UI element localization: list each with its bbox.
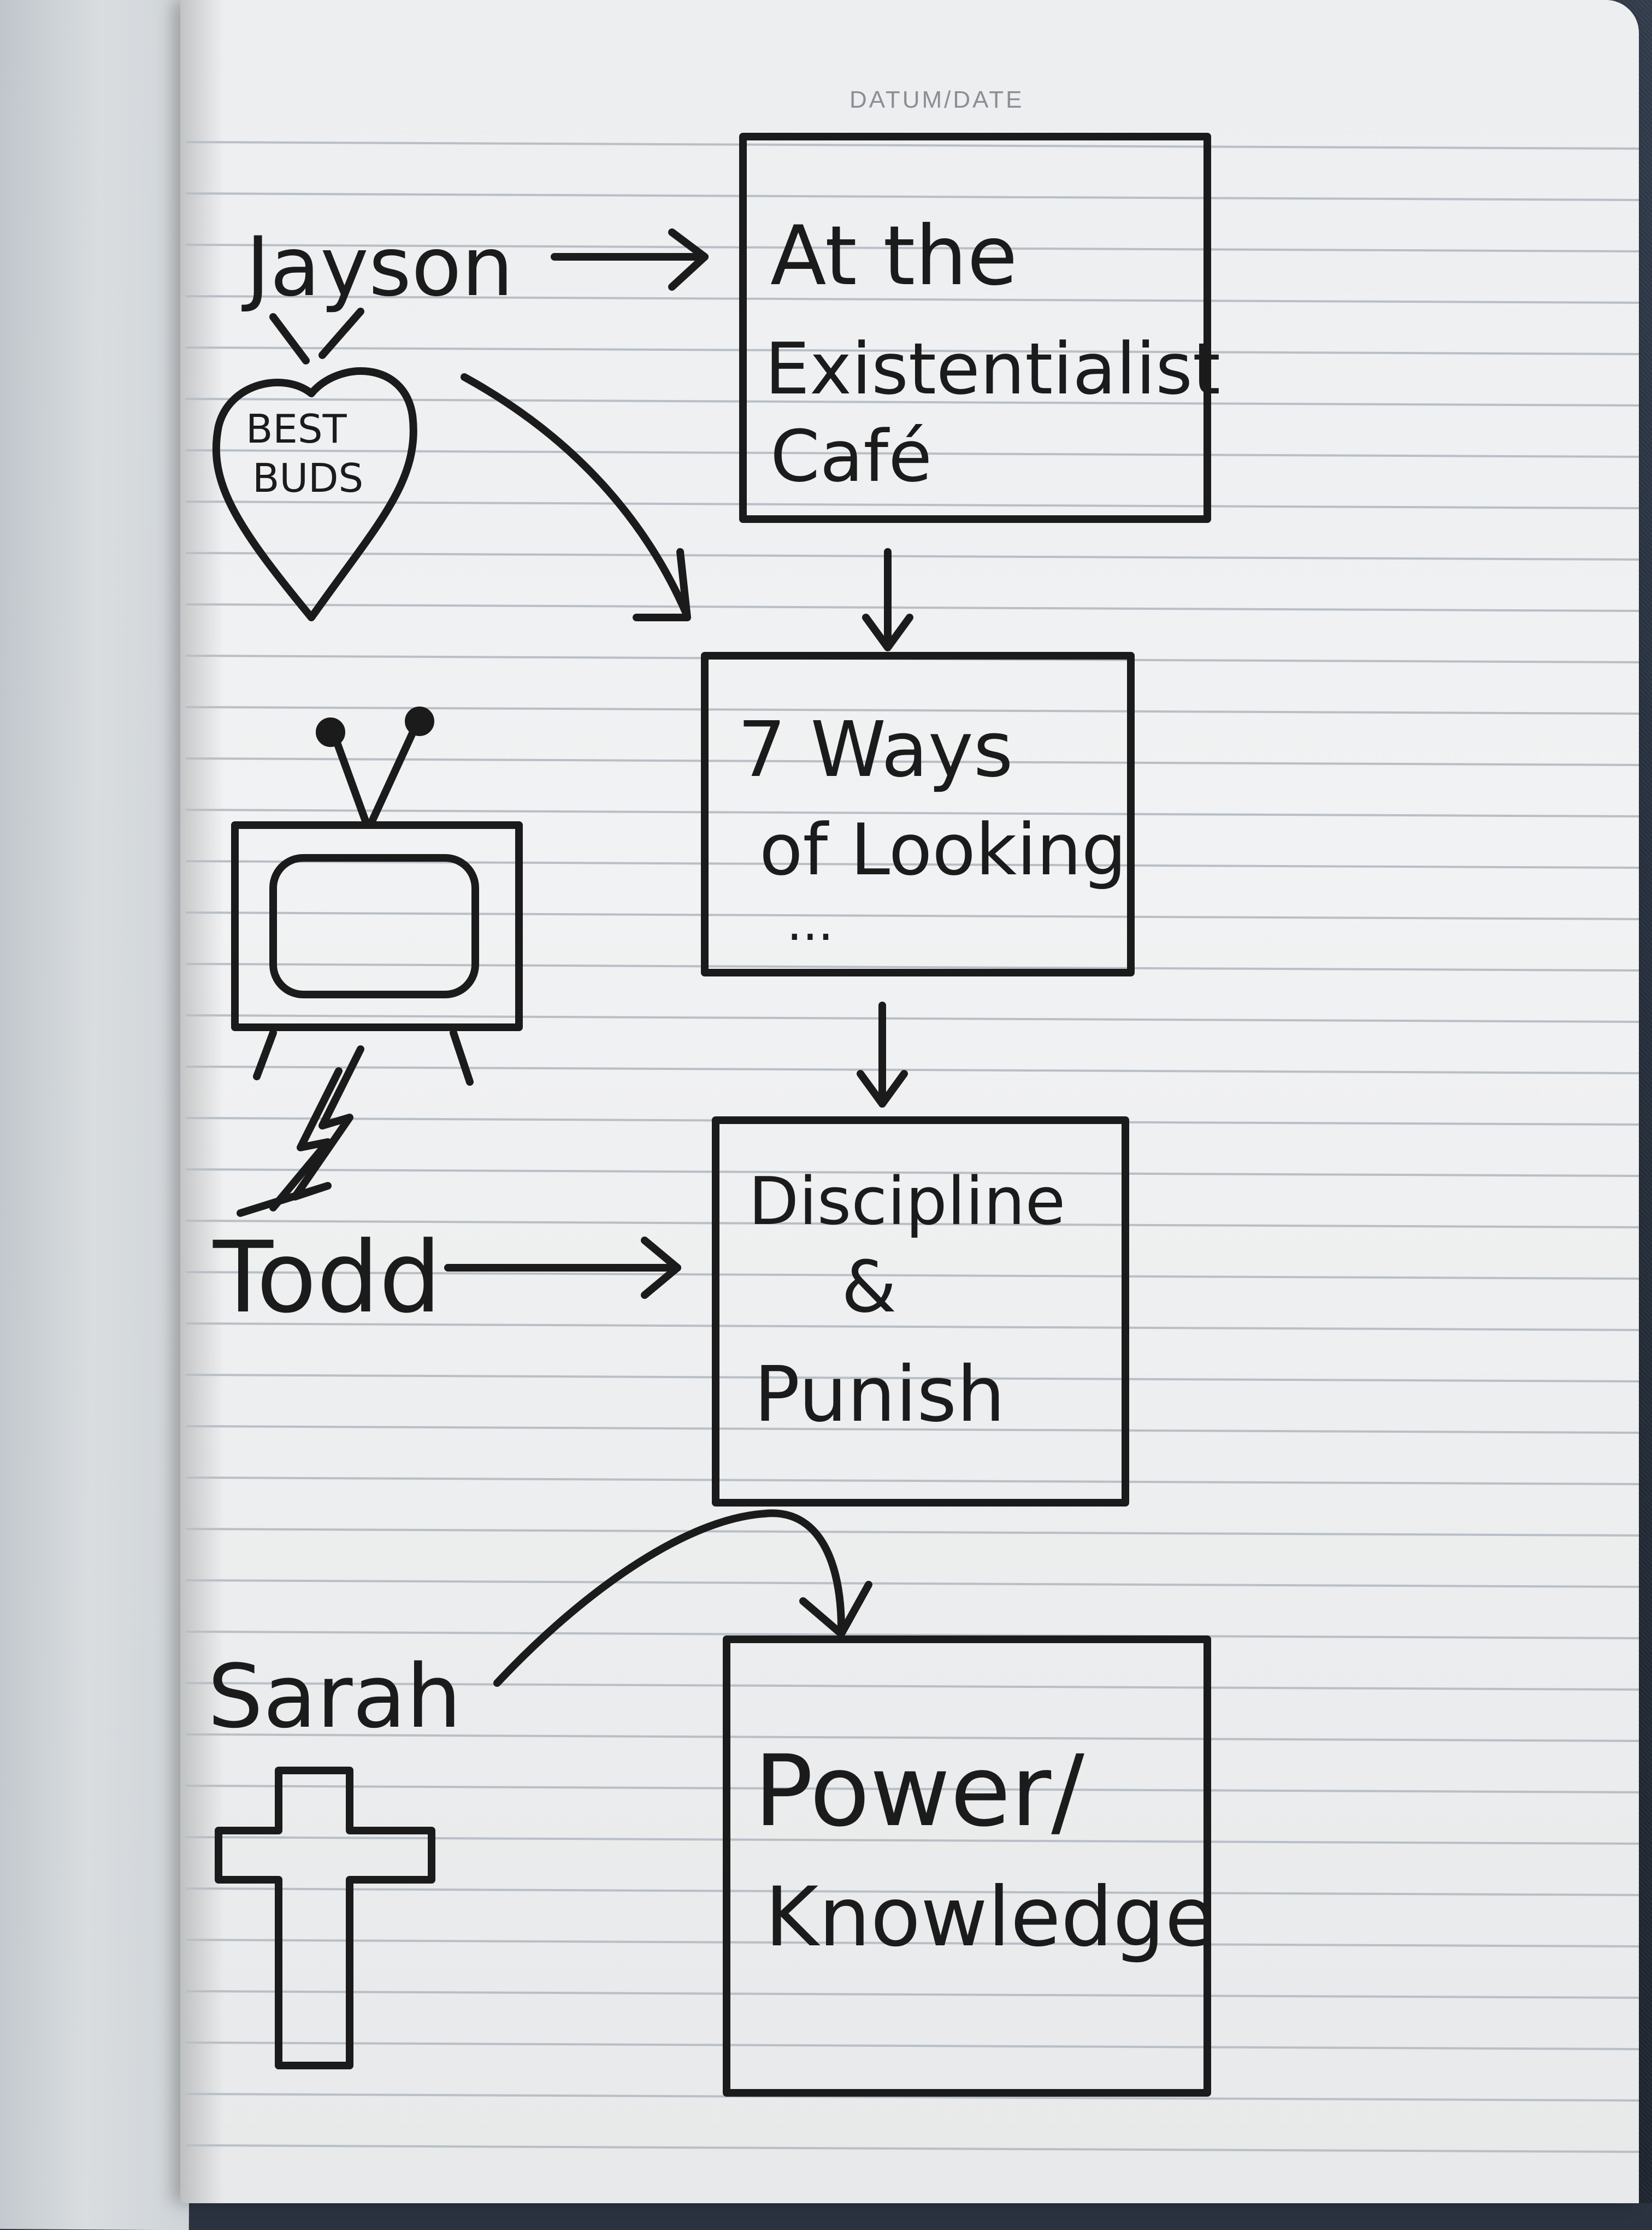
box2-line1: 7 Ways [738,705,1013,795]
ruled-line [185,398,1639,407]
box3-line3: Punish [754,1350,1005,1439]
ruled-line [185,192,1639,201]
ruled-line [185,1631,1639,1639]
ruled-line [185,1322,1639,1331]
ruled-line [185,1014,1639,1023]
ruled-line [185,295,1639,304]
ruled-line [185,449,1639,458]
arrow-todd-to-box3 [444,1237,681,1299]
ruled-line [185,2093,1639,2102]
ruled-line [185,603,1639,612]
lightning-icon [237,1045,364,1217]
ruled-line [185,1733,1639,1742]
box4-line1: Power/ [754,1734,1084,1849]
box-power-knowledge [723,1635,1211,2097]
ruled-line [185,860,1639,869]
name-todd: Todd [213,1221,441,1335]
ruled-line [185,1528,1639,1537]
ruled-line [185,1939,1639,1947]
box3-line2: & [841,1245,896,1328]
box2-line2: of Looking [759,808,1126,891]
ruled-line [185,706,1639,715]
ruled-line [185,1220,1639,1228]
name-sarah: Sarah [208,1645,462,1747]
box1-line1: At the [770,209,1018,304]
box2-line3: ... [787,895,834,952]
ruled-line [185,911,1639,920]
ruled-line [185,1785,1639,1793]
arrow-jayson-to-box1 [551,228,709,291]
box1-line3: Café [770,415,932,498]
ruled-line [185,1476,1639,1485]
ruled-line [185,346,1639,355]
ruled-line [185,1425,1639,1434]
ruled-line [185,141,1639,150]
ruled-line [185,1168,1639,1177]
ruled-line [185,1374,1639,1382]
heart-text-best: BEST [246,406,347,452]
ruled-line [185,1066,1639,1074]
arrow-sarah-to-box4 [493,1509,872,1687]
heart-icon [212,308,417,621]
arrow-box1-to-box2 [862,548,913,651]
cross-icon [215,1767,435,2069]
ruled-line [185,1990,1639,1999]
notebook-page: DATUM/DATE [180,0,1639,2203]
box-seven-ways [701,652,1135,976]
ruled-line [185,501,1639,509]
ruled-line [185,1271,1639,1280]
ruled-line [185,2041,1639,2050]
name-jayson: Jayson [241,220,514,315]
ruled-line [185,809,1639,817]
box1-line2: Existentialist [765,327,1220,410]
ruled-line [185,1579,1639,1588]
ruled-line [185,963,1639,972]
date-label: DATUM/DATE [849,86,1024,113]
ruled-line [185,757,1639,766]
arrow-box2-to-box3 [857,1002,908,1108]
heart-text-buds: BUDS [252,455,363,501]
ruled-line [185,1887,1639,1896]
box4-line2: Knowledge [765,1870,1216,1965]
box-discipline-punish [712,1116,1129,1507]
ruled-line [185,552,1639,561]
ruled-line [185,244,1639,252]
box3-line1: Discipline [748,1164,1065,1240]
tv-icon [231,707,523,1086]
ruled-lines [185,141,1639,2153]
box-existentialist-cafe [739,133,1211,523]
ruled-line [185,2144,1639,2153]
ruled-line [185,1682,1639,1691]
arrow-heart-to-box2 [461,373,691,621]
